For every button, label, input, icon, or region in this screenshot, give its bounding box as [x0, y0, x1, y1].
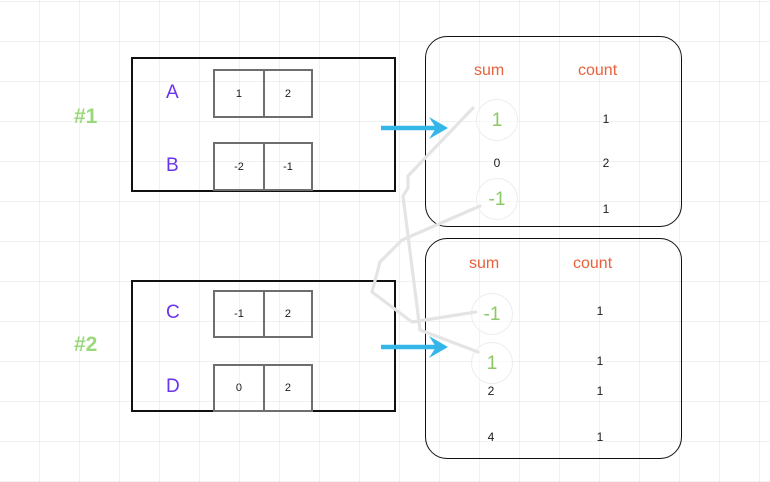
out1-highlight-circle-row1	[476, 99, 518, 141]
out1-highlight-circle-row3	[476, 178, 518, 220]
input-cell-d-0: 0	[235, 382, 243, 394]
input-cell-b-0: -2	[234, 160, 244, 173]
input-pair-box-c: -1 2	[213, 290, 313, 338]
out2-sum-row2: 1	[486, 353, 498, 374]
group-label-2: #2	[74, 333, 98, 356]
input-cell-a-0: 1	[235, 87, 243, 100]
out2-sum-row1: -1	[483, 304, 501, 325]
input-row-letter-c: C	[166, 302, 180, 323]
out2-count-row4: 1	[596, 430, 604, 444]
out1-sum-row1: 1	[491, 110, 503, 131]
out1-count-row3: 1	[602, 202, 610, 216]
out1-count-row1: 1	[602, 112, 610, 126]
out1-sum-row3: -1	[488, 189, 506, 210]
out2-header-count: count	[573, 255, 613, 272]
input-cell-a-1: 2	[262, 71, 311, 116]
out2-sum-row4: 4	[487, 430, 495, 444]
out2-count-row3: 1	[596, 384, 604, 398]
out1-header-count: count	[578, 62, 618, 79]
input-cell-c-0: -1	[234, 308, 244, 320]
input-row-letter-d: D	[166, 376, 180, 397]
out2-header-sum: sum	[469, 255, 500, 272]
input-row-letter-a: A	[166, 82, 179, 103]
out1-sum-row2: 0	[493, 156, 501, 170]
out-panel-1	[425, 36, 682, 227]
input-cell-d-1: 2	[262, 366, 311, 410]
input-pair-box-d: 0 2	[213, 364, 313, 412]
input-pair-box-b: -2 -1	[213, 142, 313, 191]
input-panel-1	[131, 57, 396, 192]
input-pair-box-a: 1 2	[213, 69, 313, 118]
out-panel-2	[425, 238, 682, 459]
input-cell-b-1: -1	[262, 144, 311, 189]
group-label-1: #1	[74, 105, 98, 128]
out2-count-row2: 1	[596, 354, 604, 368]
input-row-letter-b: B	[166, 155, 179, 176]
out1-header-sum: sum	[474, 62, 505, 79]
out1-count-row2: 2	[602, 156, 610, 170]
out2-count-row1: 1	[596, 304, 604, 318]
out2-sum-row3: 2	[487, 384, 495, 398]
input-cell-c-1: 2	[262, 292, 311, 336]
